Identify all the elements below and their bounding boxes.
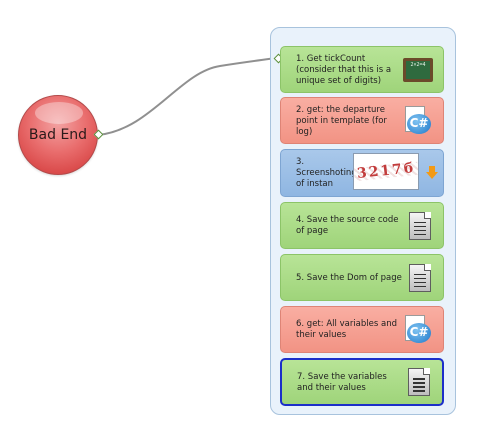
chalkboard-text: 2×2=4	[406, 60, 430, 79]
document-icon	[409, 211, 431, 240]
step-3-block[interactable]: 3. Screenshoting of instan 3217б	[280, 149, 444, 197]
download-arrow-icon	[426, 166, 438, 180]
csharp-badge: C#	[407, 113, 431, 134]
bad-end-label: Bad End	[28, 127, 88, 143]
screenshot-thumbnail: 3217б	[353, 153, 419, 190]
step-6-label: 6. get: All variables and their values	[296, 319, 397, 340]
step-7-block[interactable]: 7. Save the variables and their values	[280, 358, 444, 406]
csharp-badge: C#	[407, 322, 431, 343]
step-3-label: 3. Screenshoting of instan	[296, 157, 357, 189]
csharp-icon: C#	[403, 105, 433, 136]
document-icon	[409, 263, 431, 292]
csharp-icon: C#	[403, 314, 433, 345]
step-1-block[interactable]: 1. Get tickCount (consider that this is …	[280, 46, 444, 93]
step-1-label: 1. Get tickCount (consider that this is …	[296, 53, 392, 86]
bad-end-node[interactable]: Bad End	[18, 95, 98, 175]
step-5-block[interactable]: 5. Save the Dom of page	[280, 254, 444, 301]
step-2-label: 2. get: the departure point in template …	[296, 104, 387, 137]
chalkboard-icon: 2×2=4	[403, 57, 433, 82]
step-2-block[interactable]: 2. get: the departure point in template …	[280, 97, 444, 144]
step-5-label: 5. Save the Dom of page	[296, 272, 402, 283]
step-7-label: 7. Save the variables and their values	[297, 371, 387, 393]
captcha-text: 3217б	[354, 160, 418, 182]
step-4-label: 4. Save the source code of page	[296, 215, 399, 236]
document-icon	[408, 368, 430, 396]
step-4-block[interactable]: 4. Save the source code of page	[280, 202, 444, 249]
step-6-block[interactable]: 6. get: All variables and their values C…	[280, 306, 444, 353]
